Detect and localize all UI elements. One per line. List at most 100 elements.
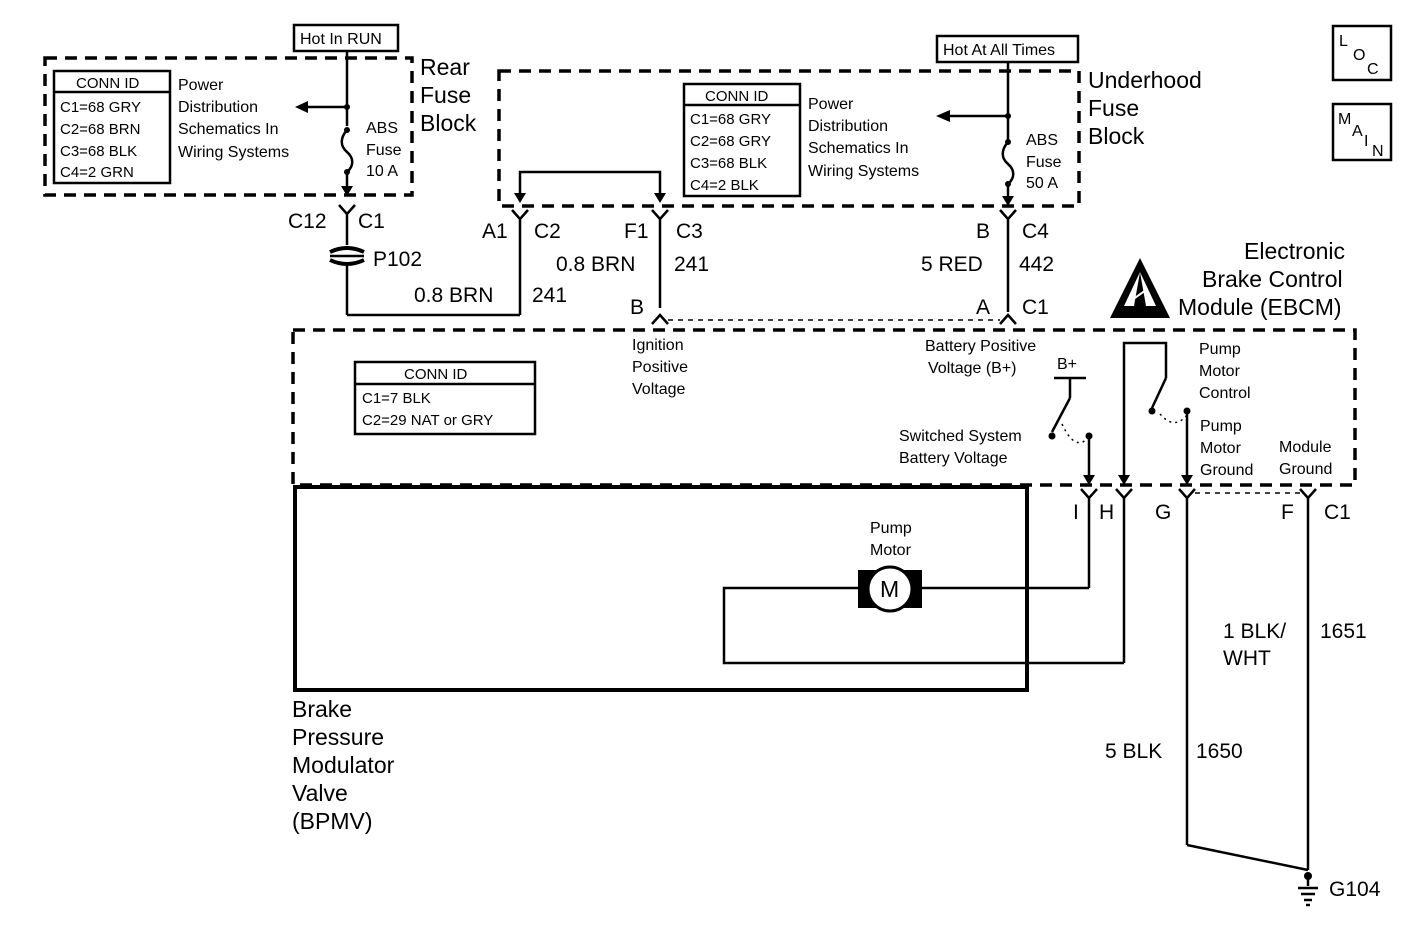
pump-ground-label: Ground xyxy=(1200,462,1253,479)
switch-icon xyxy=(1050,397,1072,433)
bplus-label: B+ xyxy=(1057,356,1077,373)
connector-icon xyxy=(338,204,356,245)
underhood-title-2: Fuse xyxy=(1088,95,1139,121)
loc-button[interactable]: L O C xyxy=(1331,24,1393,82)
wire-1651-size: 1 BLK/ xyxy=(1223,620,1286,643)
ebcm-conn-row: C2=29 NAT or GRY xyxy=(362,412,493,429)
connector-icon xyxy=(1178,488,1196,845)
wire-241-upper-circuit: 241 xyxy=(674,253,709,276)
motor-symbol: M xyxy=(880,576,899,602)
ebcm-pin-f: F xyxy=(1281,501,1294,524)
bpmv-title: Modulator xyxy=(292,752,395,778)
pin-c3: C3 xyxy=(676,220,703,243)
rear-fuse-title-3: Block xyxy=(420,110,477,136)
connector-icon xyxy=(999,209,1017,312)
underhood-fuse-label: Fuse xyxy=(1026,154,1062,171)
pump-ground-label: Motor xyxy=(1200,440,1242,457)
underhood-fuse-block: Hot At All Times Underhood Fuse Block CO… xyxy=(482,34,1202,315)
esd-warning-icon xyxy=(1110,258,1170,318)
main-n: N xyxy=(1372,143,1384,160)
ebcm-pin-a-conn: C1 xyxy=(1022,296,1049,319)
pin-c4: C4 xyxy=(1022,220,1049,243)
pump-control-label: Control xyxy=(1199,385,1251,402)
rear-conn-row: C1=68 GRY xyxy=(60,99,141,116)
arrow-left-icon xyxy=(295,101,308,113)
ground-icon xyxy=(1298,876,1318,907)
pin-b: B xyxy=(976,220,990,243)
ebcm-conn-row: C1=7 BLK xyxy=(362,390,431,407)
rear-conn-left: C12 xyxy=(288,210,327,233)
underhood-fuse-label: 50 A xyxy=(1026,175,1058,192)
switch-icon xyxy=(1150,377,1168,409)
bpmv-title: Valve xyxy=(292,780,348,806)
rear-conn-right: C1 xyxy=(358,210,385,233)
module-ground-label: Module xyxy=(1279,439,1332,456)
rear-ref-text: Power xyxy=(178,77,224,94)
wire-labels: 0.8 BRN 241 0.8 BRN 241 5 RED 442 1 BLK/… xyxy=(414,253,1367,763)
loc-l: L xyxy=(1339,33,1348,50)
underhood-conn-id-title: CONN ID xyxy=(705,88,769,105)
splice-label: P102 xyxy=(373,248,422,271)
switched-label: Battery Voltage xyxy=(899,450,1008,467)
bpmv-title: Brake xyxy=(292,696,352,722)
rear-fuse-label: ABS xyxy=(366,120,398,137)
fuse-icon xyxy=(340,129,354,173)
wire-442-circuit: 442 xyxy=(1019,253,1054,276)
loc-c: C xyxy=(1367,61,1379,78)
fuse-icon xyxy=(1001,141,1015,185)
battery-label: Voltage (B+) xyxy=(928,360,1017,377)
connector-icon xyxy=(651,313,669,325)
main-i: I xyxy=(1364,133,1368,150)
rear-fuse-title-2: Fuse xyxy=(420,82,471,108)
main-button[interactable]: M A I N xyxy=(1331,102,1393,162)
connector-icon xyxy=(1080,488,1098,588)
pump-motor-label: Pump xyxy=(870,520,912,537)
main-m: M xyxy=(1338,111,1351,128)
ebcm-conn-id-box: CONN ID C1=7 BLK C2=29 NAT or GRY xyxy=(353,360,537,436)
connector-icon xyxy=(651,209,669,308)
wire-1650-circuit: 1650 xyxy=(1196,740,1243,763)
underhood-ref-text: Schematics In xyxy=(808,140,908,157)
wire-241-upper-size: 0.8 BRN xyxy=(556,253,635,276)
rear-ref-text: Schematics In xyxy=(178,121,278,138)
ebcm-pin-b: B xyxy=(630,296,644,319)
motor-icon: M xyxy=(858,565,922,613)
connector-icon xyxy=(999,313,1017,325)
rear-hot-label-box xyxy=(292,23,400,53)
rear-conn-id-title: CONN ID xyxy=(76,75,140,92)
pump-control-label: Pump xyxy=(1199,341,1241,358)
wire-1650-size: 5 BLK xyxy=(1105,740,1162,763)
pump-ground-label: Pump xyxy=(1200,418,1242,435)
underhood-conn-row: C4=2 BLK xyxy=(690,177,759,194)
ebcm-pin-conn: C1 xyxy=(1324,501,1351,524)
underhood-conn-id-box: CONN ID C1=68 GRY C2=68 GRY C3=68 BLK C4… xyxy=(682,82,802,198)
connector-icon xyxy=(511,209,529,315)
ebcm-conn-id-title: CONN ID xyxy=(404,366,468,383)
ebcm-pin-h: H xyxy=(1099,501,1114,524)
underhood-ref-text: Wiring Systems xyxy=(808,163,919,180)
rear-ref-text: Wiring Systems xyxy=(178,144,289,161)
pin-f1: F1 xyxy=(624,220,649,243)
ebcm-title: Brake Control xyxy=(1202,266,1343,292)
switched-label: Switched System xyxy=(899,428,1022,445)
underhood-hot-label: Hot At All Times xyxy=(943,42,1055,59)
rear-hot-label: Hot In RUN xyxy=(300,31,382,48)
rear-fuse-label: Fuse xyxy=(366,142,402,159)
wire-241-lower-size: 0.8 BRN xyxy=(414,284,493,307)
underhood-ref-text: Distribution xyxy=(808,118,888,135)
ignition-label: Positive xyxy=(632,359,688,376)
pump-control-label: Motor xyxy=(1199,363,1241,380)
wire-1651-size: WHT xyxy=(1223,647,1271,670)
ebcm-pin-a: A xyxy=(976,296,990,319)
rear-fuse-label: 10 A xyxy=(366,163,398,180)
underhood-fuse-label: ABS xyxy=(1026,132,1058,149)
pin-a1: A1 xyxy=(482,220,508,243)
connector-icon xyxy=(1115,488,1133,663)
wire-442-size: 5 RED xyxy=(921,253,983,276)
ebcm-pin-g: G xyxy=(1155,501,1171,524)
rear-fuse-block: Hot In RUN Rear Fuse Block CONN ID C1=68… xyxy=(43,23,520,317)
underhood-conn-row: C3=68 BLK xyxy=(690,155,767,172)
ground-label: G104 xyxy=(1329,878,1381,901)
wire-1651-circuit: 1651 xyxy=(1320,620,1367,643)
